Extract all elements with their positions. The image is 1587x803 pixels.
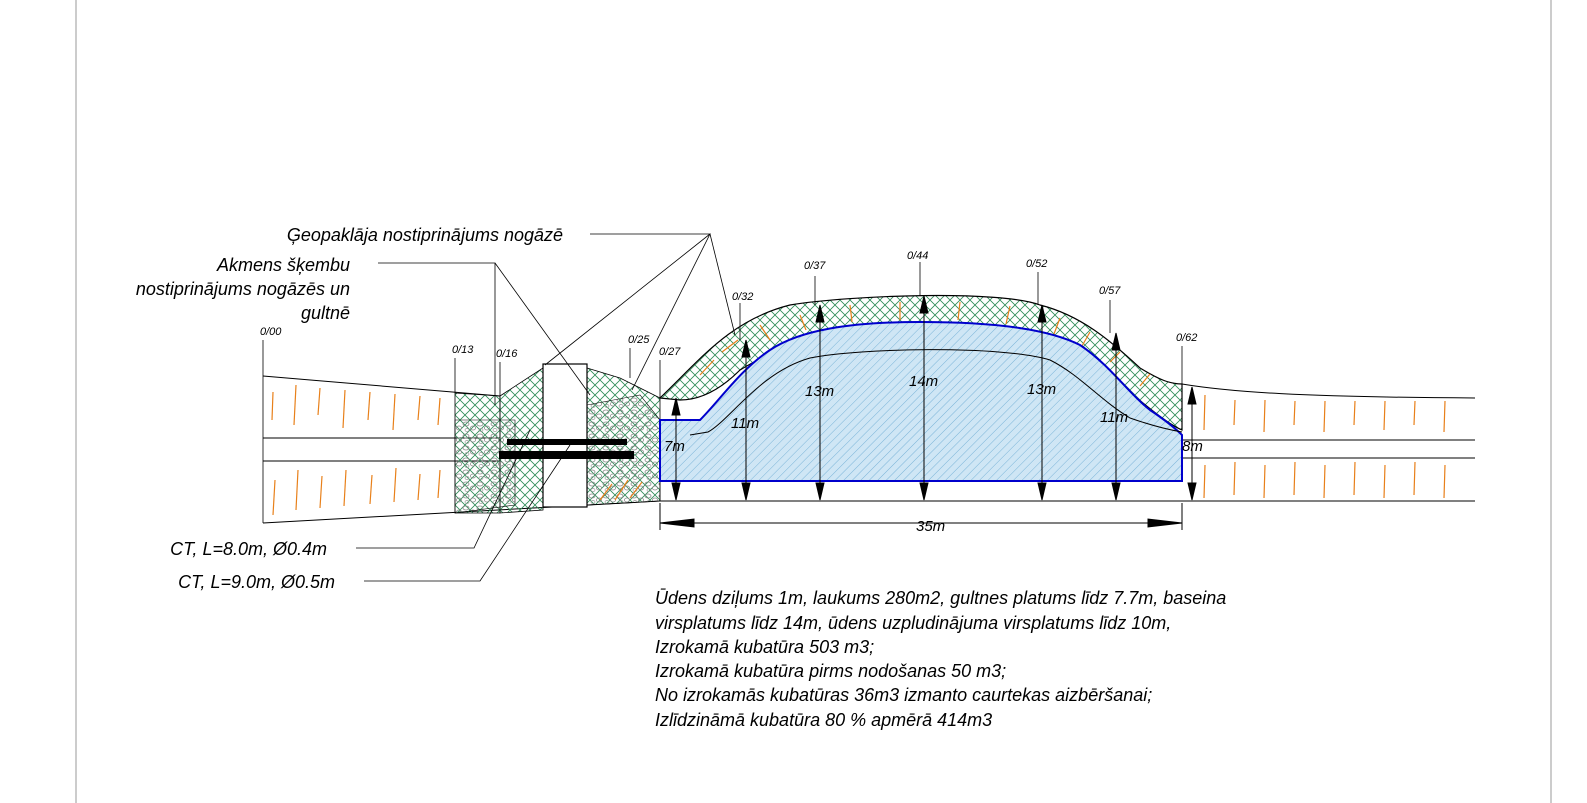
width-label: 11m [731, 415, 759, 432]
stone-label-line3: gultnē [301, 303, 350, 323]
width-label: 8m [1182, 438, 1203, 455]
note-line: Izrokamā kubatūra 503 m3; [655, 637, 874, 657]
station-label: 0/16 [496, 348, 518, 360]
width-label: 7m [664, 438, 685, 455]
stone-label-line1: Akmens šķembu [216, 255, 350, 275]
note-line: No izrokamās kubatūras 36m3 izmanto caur… [655, 685, 1152, 705]
width-label: 11m [1100, 409, 1128, 426]
station-label: 0/00 [260, 326, 282, 338]
station-label: 0/62 [1176, 332, 1197, 344]
right-channel [1181, 383, 1476, 502]
station-label: 0/13 [452, 344, 474, 356]
leader-lines [356, 233, 736, 582]
pond-outline [659, 320, 1183, 482]
station-label: 0/52 [1026, 258, 1047, 270]
station-label: 0/37 [804, 260, 826, 272]
length-dimension [659, 503, 1183, 530]
note-line: virsplatums līdz 14m, ūdens uzpludinājum… [655, 613, 1171, 633]
width-dimension-lines [671, 295, 1197, 501]
note-line: Izlīdzināmā kubatūra 80 % apmērā 414m3 [655, 710, 992, 730]
pond-water-hatch [660, 322, 1182, 481]
culvert2-label: CT, L=9.0m, Ø0.5m [178, 572, 335, 592]
station-label: 0/27 [659, 346, 681, 358]
width-label: 13m [1027, 381, 1056, 398]
length-label: 35m [916, 518, 945, 535]
width-label: 13m [805, 383, 834, 400]
pond-bottom-line [689, 349, 1183, 436]
station-label: 0/44 [907, 250, 928, 262]
note-line: Izrokamā kubatūra pirms nodošanas 50 m3; [655, 661, 1006, 681]
geomat-label: Ģeopaklāja nostiprinājums nogāzē [287, 225, 563, 245]
width-label: 14m [909, 373, 938, 390]
station-label: 0/25 [628, 334, 650, 346]
stone-label-line2: nostiprinājums nogāzēs un [136, 279, 350, 299]
station-label: 0/32 [732, 291, 753, 303]
culvert1-label: CT, L=8.0m, Ø0.4m [170, 539, 327, 559]
culvert-zone [454, 363, 661, 514]
station-ticks [262, 262, 1183, 398]
station-label: 0/57 [1099, 285, 1121, 297]
note-line: Ūdens dziļums 1m, laukums 280m2, gultnes… [655, 588, 1226, 608]
